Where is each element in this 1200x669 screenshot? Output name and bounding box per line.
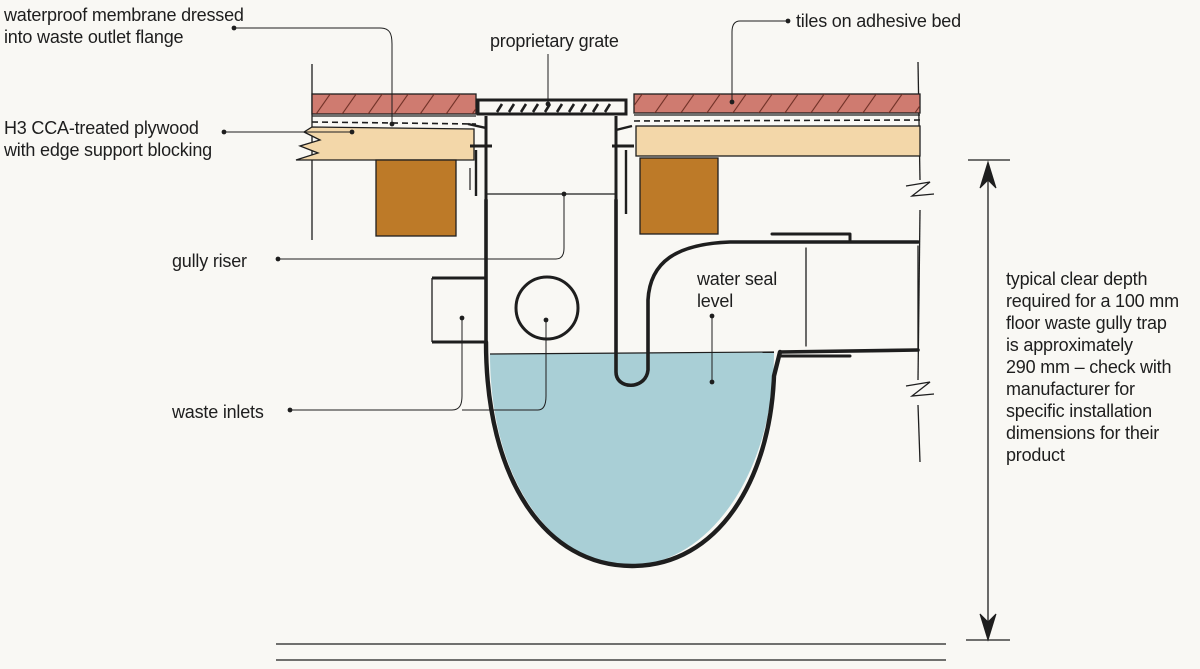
label-line: waterproof membrane dressed	[4, 5, 244, 25]
waste-inlet-side	[431, 276, 486, 344]
leader-membrane	[234, 27, 393, 124]
trap-body	[483, 198, 920, 569]
leader-inlets	[290, 318, 463, 411]
label-proprietary-grate: proprietary grate	[490, 30, 619, 52]
tiles-right	[633, 93, 921, 114]
label-line: 290 mm – check with	[1006, 357, 1172, 377]
leader-tiles	[731, 20, 788, 102]
label-line: specific installation	[1006, 401, 1152, 421]
label-waste-inlets: waste inlets	[172, 401, 264, 423]
water-seal	[489, 351, 775, 566]
grate	[476, 98, 628, 116]
leader-dots	[221, 18, 791, 413]
framing-lines	[311, 61, 935, 463]
label-line: with edge support blocking	[4, 140, 212, 160]
label-line: tiles on adhesive bed	[796, 11, 961, 31]
gully-riser	[469, 116, 634, 214]
waste-inlet-round	[514, 275, 580, 341]
label-line: level	[697, 291, 734, 311]
label-line: into waste outlet flange	[4, 27, 184, 47]
label-line: typical clear depth	[1006, 269, 1148, 289]
label-line: floor waste gully trap	[1006, 313, 1167, 333]
label-water-seal: water seal level	[697, 268, 777, 312]
label-line: is approximately	[1006, 335, 1133, 355]
label-line: H3 CCA-treated plywood	[4, 118, 199, 138]
plywood-right	[635, 125, 921, 157]
base-lines	[275, 642, 947, 662]
label-tiles: tiles on adhesive bed	[796, 10, 961, 32]
depth-dimension	[966, 159, 1010, 642]
label-clear-depth-note: typical clear depth required for a 100 m…	[1006, 268, 1179, 466]
label-line: gully riser	[172, 251, 247, 271]
tiles-left	[311, 93, 477, 115]
label-line: dimensions for their	[1006, 423, 1160, 443]
label-gully-riser: gully riser	[172, 250, 247, 272]
label-line: product	[1006, 445, 1065, 465]
leader-lines	[224, 20, 788, 411]
label-line: required for a 100 mm	[1006, 291, 1179, 311]
label-line: waste inlets	[172, 402, 264, 422]
label-line: proprietary grate	[490, 31, 619, 51]
leader-riser	[278, 194, 565, 260]
blocking	[375, 157, 719, 237]
label-line: water seal	[697, 269, 778, 289]
label-plywood: H3 CCA-treated plywood with edge support…	[4, 117, 212, 161]
label-line: manufacturer for	[1006, 379, 1135, 399]
label-waterproof-membrane: waterproof membrane dressed into waste o…	[4, 4, 244, 48]
